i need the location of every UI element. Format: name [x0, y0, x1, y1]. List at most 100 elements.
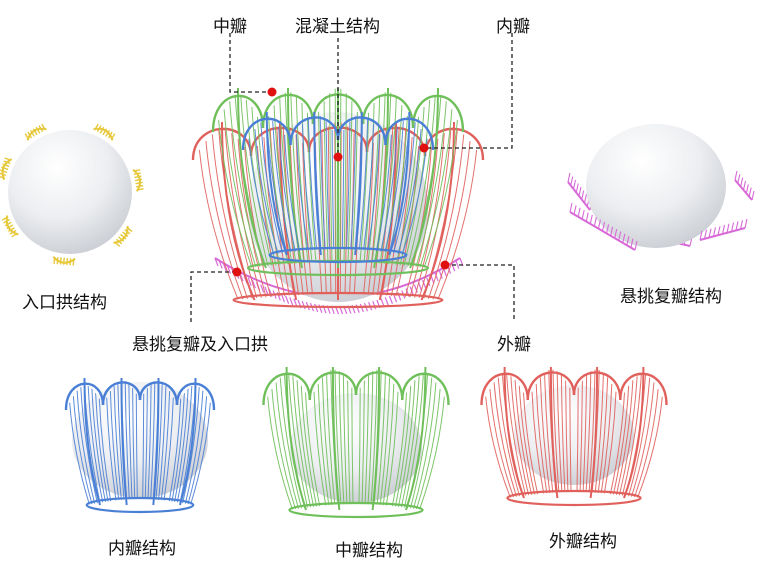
petal-rib: [147, 383, 152, 500]
entrance-arch: [52, 256, 76, 266]
petal-spine: [331, 366, 341, 511]
arch-rib: [2, 163, 10, 168]
dome-sphere: [290, 393, 422, 503]
petal-rib: [621, 374, 642, 496]
petal-rib: [618, 376, 638, 496]
petal-rib: [569, 387, 572, 493]
petal-rib: [113, 385, 122, 500]
petal-spine: [285, 366, 308, 511]
petal-rib: [144, 388, 148, 500]
arch-rib: [105, 130, 110, 137]
cantilever-rib: [742, 180, 747, 191]
petal-rib: [334, 122, 337, 295]
base-ring: [232, 291, 444, 309]
entrance-arch: [132, 168, 144, 192]
petal-rib: [612, 385, 630, 495]
petal-rib: [223, 109, 257, 268]
petal-rib: [582, 375, 588, 493]
petal-rib: [628, 377, 651, 497]
petal-rib: [91, 388, 106, 502]
arch-outline: [52, 256, 76, 264]
petal-rib: [409, 138, 439, 298]
petal-rib: [437, 149, 478, 300]
cantilever-rib: [712, 227, 717, 237]
petal-rib: [334, 369, 342, 505]
petal-rib: [407, 96, 436, 267]
petal-rib: [218, 119, 253, 268]
petal-rib: [150, 381, 156, 500]
petal-rib: [295, 134, 309, 295]
cantilever-rib: [434, 272, 439, 282]
base-ring: [268, 246, 408, 264]
petal-rib: [342, 375, 348, 505]
petal-rib: [518, 385, 536, 495]
petal-rib: [263, 137, 286, 296]
cantilever-rib: [422, 279, 427, 289]
petal-rib: [176, 386, 193, 503]
petal-rib: [329, 93, 333, 263]
label-entrance-arch-structure: 入口拱结构: [22, 293, 107, 313]
petal-rib: [279, 377, 302, 509]
arch-outline: [5, 215, 19, 236]
cantilever-rib: [585, 212, 589, 222]
cantilever-rib: [289, 297, 294, 306]
cantilever-rib: [614, 229, 618, 239]
petal-rib: [267, 396, 293, 510]
inner-petal-ribs: [64, 377, 216, 514]
petal-rib: [187, 396, 208, 505]
petal-rib: [588, 369, 596, 493]
petal-rib: [224, 130, 258, 299]
arch-rib: [118, 236, 125, 242]
petal-rib: [428, 134, 465, 299]
petal-rib: [80, 387, 98, 504]
marker-mid-petal: [267, 87, 277, 97]
petal-rib: [341, 129, 345, 250]
petal-rib: [634, 388, 659, 498]
petal-rib: [544, 372, 554, 493]
petal-rib: [334, 88, 337, 263]
petal-spine: [221, 121, 256, 301]
petal-rib: [382, 383, 395, 506]
cantilever-rib: [438, 270, 443, 279]
petal-rib: [535, 383, 548, 494]
petal-rib: [325, 121, 330, 250]
petal-rib: [271, 388, 296, 510]
cantilever-rib: [572, 179, 577, 190]
petal-rib: [76, 390, 96, 504]
petal-rib: [87, 386, 104, 503]
petal-rib: [371, 92, 386, 264]
petal-rib: [142, 393, 145, 500]
petal-rib: [275, 382, 299, 509]
petal-rib: [397, 380, 416, 507]
inner-petal-structure-figure: [64, 377, 216, 514]
petal-rib: [414, 133, 445, 298]
label-cantilever-double-petal-and-entrance-arch: 悬挑复瓣及入口拱: [132, 335, 268, 355]
petal-rib: [400, 376, 420, 508]
cantilever-rib: [226, 265, 232, 274]
cantilever-rib: [455, 260, 460, 269]
petal-spine: [120, 377, 128, 506]
main-composite-figure: [190, 33, 515, 322]
dome-sphere: [514, 385, 634, 485]
petal-rib: [603, 391, 617, 494]
petal-rib: [313, 391, 327, 506]
petal-spine: [623, 366, 645, 499]
label-inner-petal: 内瓣: [496, 17, 530, 37]
petal-spine: [404, 366, 427, 511]
petal-rib: [106, 397, 117, 501]
leader-mid-petal: [229, 33, 270, 93]
petal-rib: [597, 377, 609, 494]
petal-rib: [69, 402, 90, 505]
label-concrete-structure: 混凝土结构: [295, 17, 380, 37]
petal-rib: [284, 134, 300, 252]
petal-spine: [503, 366, 525, 499]
petal-rib: [560, 375, 566, 493]
outer-petal-structure-figure: [480, 366, 668, 507]
petal-rib: [637, 396, 663, 498]
cantilever-rib: [610, 226, 614, 236]
petal-rib: [300, 385, 318, 507]
petal-rib: [493, 382, 517, 497]
petal-rib: [160, 391, 171, 501]
petal-rib: [307, 117, 318, 250]
arch-outline: [132, 168, 142, 192]
